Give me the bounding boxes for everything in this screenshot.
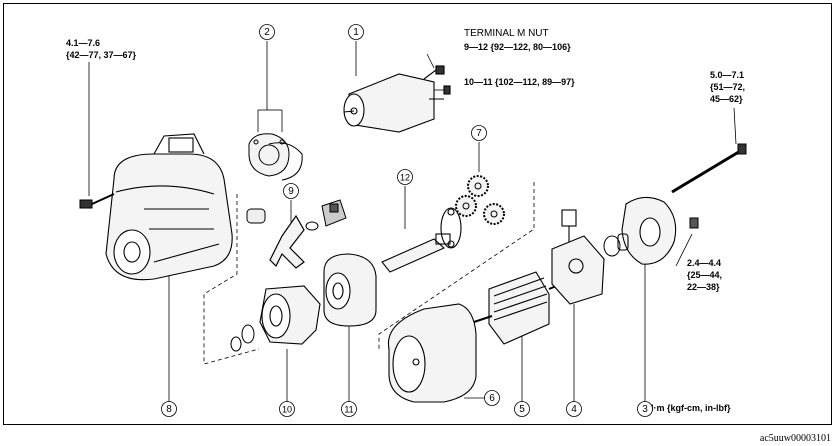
callout-6-number: 6: [489, 393, 495, 404]
callout-10-number: 10: [282, 405, 292, 415]
callout-1-number: 1: [353, 27, 359, 38]
spec-bolt-left: 4.1—7.6 {42—77, 37—67}: [66, 38, 137, 60]
spec-terminal-m-nut: TERMINAL M NUT 9—12 {92—122, 80—106}: [464, 28, 571, 52]
callout-11: 11: [341, 401, 357, 417]
internal-gear-housing: [323, 253, 377, 327]
spec-brush-line2: {25—44,: [687, 270, 722, 280]
planetary-gears: [455, 175, 505, 225]
callout-10: 10: [279, 401, 295, 417]
diagram-frame: 4.1—7.6 {42—77, 37—67} TERMINAL M NUT 9—…: [3, 3, 832, 425]
callout-2-number: 2: [264, 27, 270, 38]
drive-lever: [269, 214, 305, 269]
lever-spring: [305, 221, 319, 231]
spec-brush-line3: 22—38}: [687, 282, 720, 292]
lever-holder: [321, 199, 347, 227]
callout-5: 5: [514, 401, 530, 417]
callout-3-number: 3: [642, 404, 648, 415]
callout-3: 3: [637, 401, 653, 417]
callout-8: 8: [161, 401, 177, 417]
callout-9-number: 9: [288, 186, 294, 197]
starter-exploded-diagram: 4.1—7.6 {42—77, 37—67} TERMINAL M NUT 9—…: [66, 24, 747, 417]
spec-terminal-b-nut: 10—11 {102—112, 89—97}: [464, 77, 575, 87]
overrunning-clutch: [259, 285, 321, 345]
rear-bushing: [603, 235, 621, 257]
spec-terminal-b-value: 10—11 {102—112, 89—97}: [464, 77, 575, 87]
callout-2: 2: [259, 24, 275, 40]
callout-7: 7: [471, 125, 487, 141]
brush-screw-icon: [689, 217, 699, 229]
leader-lines: [88, 41, 737, 402]
callout-6: 6: [484, 390, 500, 406]
spec-brush-screw: 2.4—4.4 {25—44, 22—38}: [687, 258, 722, 292]
housing-bolt-icon: [79, 193, 115, 209]
solenoid-switch: [343, 65, 451, 133]
callout-8-number: 8: [166, 404, 172, 415]
callout-12: 12: [397, 169, 413, 185]
drive-end-housing: [105, 133, 233, 281]
spec-brush-line1: 2.4—4.4: [687, 258, 721, 268]
spec-bolt-left-line2: {42—77, 37—67}: [66, 50, 137, 60]
callout-4-number: 4: [571, 404, 577, 415]
solenoid-gasket-plate: [248, 133, 303, 181]
spec-through-bolt-line1: 5.0—7.1: [710, 70, 744, 80]
stop-ring: [230, 324, 255, 352]
callout-4: 4: [566, 401, 582, 417]
callout-9: 9: [283, 183, 299, 199]
spec-terminal-m-value: 9—12 {92—122, 80—106}: [464, 42, 571, 52]
planetary-shaft: [381, 207, 462, 273]
rear-cover: [617, 196, 677, 265]
spec-through-bolt-line2: {51—72,: [710, 82, 745, 92]
callout-7-number: 7: [476, 128, 482, 139]
spec-terminal-m-label: TERMINAL M NUT: [464, 28, 549, 39]
yoke: [387, 303, 477, 403]
callout-11-number: 11: [344, 405, 353, 415]
through-bolt: [671, 143, 747, 194]
spec-through-bolt: 5.0—7.1 {51—72, 45—62}: [710, 70, 745, 104]
units-label: N·m {kgf-cm, in-lbf}: [647, 403, 731, 413]
spec-bolt-left-line1: 4.1—7.6: [66, 38, 100, 48]
assembly-guides: [203, 182, 535, 365]
spec-through-bolt-line3: 45—62}: [710, 94, 743, 104]
reference-code: ac5uuw00003101: [759, 433, 831, 444]
brush-holder: [551, 209, 605, 305]
armature: [473, 271, 565, 345]
callout-1: 1: [348, 24, 364, 40]
callout-12-number: 12: [400, 173, 410, 183]
bushing-left: [246, 208, 266, 224]
callout-5-number: 5: [519, 404, 525, 415]
